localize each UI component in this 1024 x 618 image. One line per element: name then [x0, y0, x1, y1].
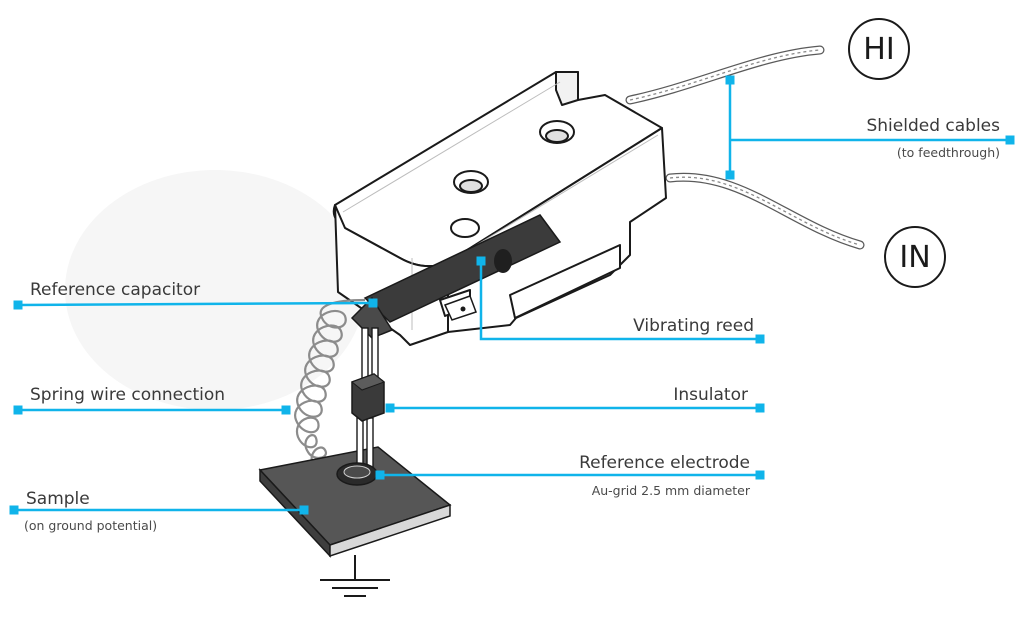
sample-plate [258, 446, 452, 558]
probe-housing [332, 71, 667, 346]
sample-label: Sample [26, 489, 90, 509]
hi-terminal-label: HI [848, 18, 910, 80]
insulator-label: Insulator [673, 385, 748, 405]
reference-capacitor-label: Reference capacitor [30, 280, 201, 300]
reference-electrode-label: Reference electrode [579, 453, 750, 473]
in-terminal-label: IN [884, 226, 946, 288]
reference-electrode-sublabel: Au-grid 2.5 mm diameter [591, 483, 750, 498]
insulator-block [350, 373, 386, 422]
spring-wire [294, 298, 366, 475]
leader-lines [9, 75, 1015, 515]
sample-sublabel: (on ground potential) [24, 518, 158, 533]
reference-electrode-disc [336, 462, 378, 486]
background-glow [65, 170, 365, 410]
ground-symbol-icon [320, 555, 390, 597]
vibrating-reed-label: Vibrating reed [633, 316, 754, 336]
spring-wire-label: Spring wire connection [30, 385, 226, 405]
shielded-cables-label: Shielded cables [866, 116, 1000, 136]
shielded-cables [625, 45, 865, 250]
shielded-cables-sublabel: (to feedthrough) [896, 145, 1000, 160]
